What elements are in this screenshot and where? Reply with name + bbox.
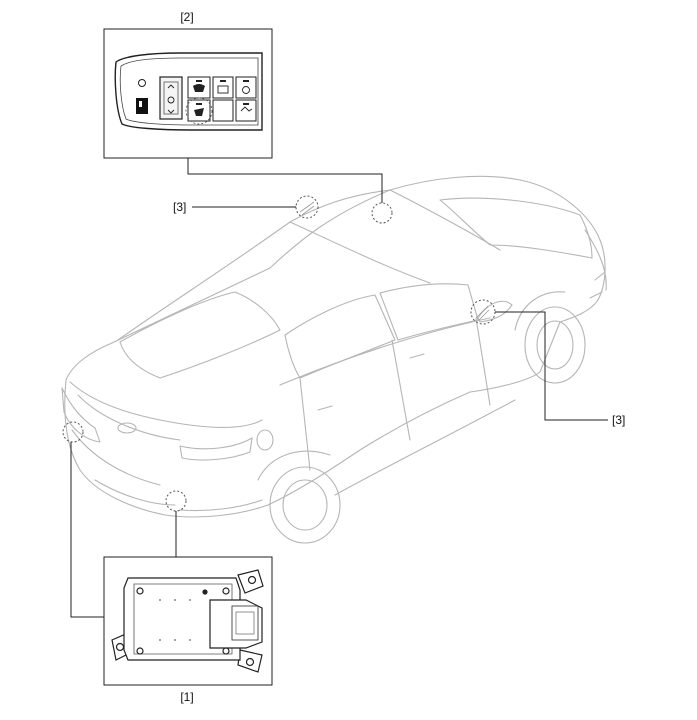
location-marker-rear-bumper <box>165 490 187 512</box>
location-marker-roof-right <box>371 202 393 224</box>
callout-label-left: [3] <box>173 200 186 214</box>
callout-label-top: [2] <box>180 10 193 24</box>
callout-label-bottom: [1] <box>180 690 193 704</box>
location-marker-roof-left <box>295 195 319 219</box>
control-module-icon <box>111 569 264 673</box>
leader-lines <box>70 158 608 618</box>
vehicle-outline-icon <box>61 175 607 544</box>
location-marker-rear-left <box>62 421 84 443</box>
callout-label-right: [3] <box>612 413 625 427</box>
switch-panel-icon <box>114 52 263 131</box>
